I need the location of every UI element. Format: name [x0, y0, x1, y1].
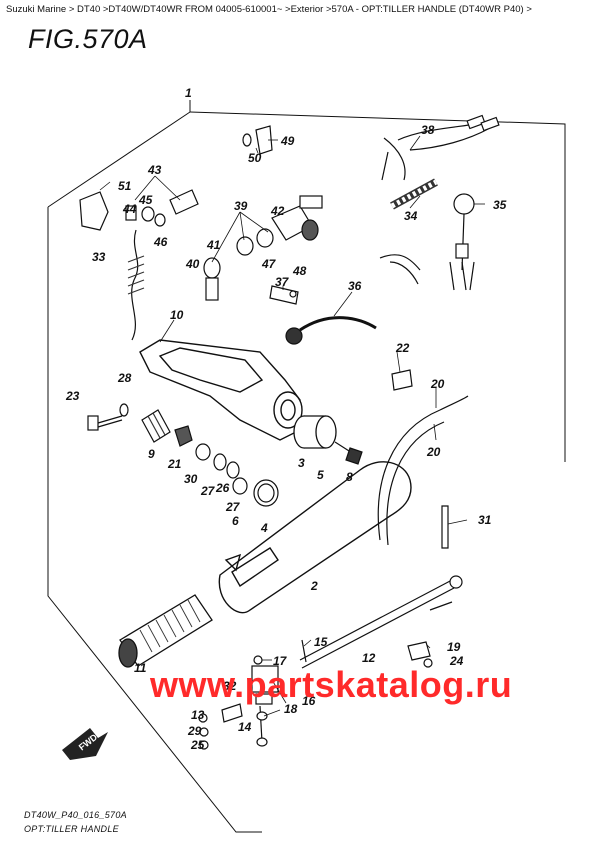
callout-20-upper: 20: [430, 377, 445, 391]
callout-48: 48: [292, 264, 307, 278]
callout-21: 21: [167, 457, 182, 471]
callout-45: 45: [138, 193, 153, 207]
callout-31: 31: [478, 513, 492, 527]
callout-26: 26: [215, 481, 230, 495]
tiller-arm-part: [218, 461, 412, 614]
callout-35: 35: [493, 198, 507, 212]
callout-30: 30: [184, 472, 198, 486]
watermark: www.partskatalog.ru: [150, 664, 513, 705]
callout-17: 17: [273, 654, 288, 668]
bolt-part: [334, 441, 363, 465]
callout-2: 2: [310, 579, 318, 593]
bushing-part: [293, 415, 337, 449]
callout-40: 40: [185, 257, 200, 271]
callout-34: 34: [404, 209, 418, 223]
callout-41: 41: [206, 238, 221, 252]
main-switch-parts: [203, 195, 323, 301]
callout-3: 3: [298, 456, 305, 470]
fwd-arrow-icon: FWD: [62, 728, 108, 760]
callout-18: 18: [284, 702, 298, 716]
callout-19: 19: [447, 640, 461, 654]
callout-27-upper: 27: [200, 484, 216, 498]
callout-38: 38: [421, 123, 435, 137]
callout-50: 50: [248, 151, 262, 165]
callout-9: 9: [148, 447, 155, 461]
callout-49: 49: [280, 134, 295, 148]
callout-12: 12: [362, 651, 376, 665]
callout-11: 11: [134, 661, 147, 675]
callout-44: 44: [122, 202, 137, 216]
callout-14: 14: [238, 720, 252, 734]
leader-lines: [99, 100, 485, 717]
callout-43: 43: [147, 163, 162, 177]
lower-link-parts: [198, 639, 307, 750]
throttle-cable-parts: [299, 395, 469, 669]
callout-15: 15: [314, 635, 328, 649]
callout-25: 25: [190, 738, 205, 752]
assembly-outline: [47, 100, 566, 833]
callout-27-lower: 27: [225, 500, 241, 514]
callout-1: 1: [185, 86, 192, 100]
footer-caption: OPT:TILLER HANDLE: [24, 824, 119, 834]
friction-adjuster-parts: [141, 409, 279, 507]
callout-13: 13: [191, 708, 205, 722]
callout-6: 6: [232, 514, 239, 528]
callout-28: 28: [117, 371, 132, 385]
callout-labels: 1 2 3 4 5 6 8 9 10 11 12 13 14 15 16 17 …: [65, 86, 507, 752]
callout-23: 23: [65, 389, 80, 403]
callout-29: 29: [187, 724, 202, 738]
callout-22: 22: [395, 341, 410, 355]
clip-22-part: [391, 369, 413, 391]
handle-frame-part: [139, 339, 303, 441]
callout-47: 47: [261, 257, 277, 271]
callout-46: 46: [153, 235, 168, 249]
clip-31-part: [441, 505, 449, 549]
clip-parts: [242, 125, 299, 305]
callout-36: 36: [348, 279, 362, 293]
callout-39: 39: [234, 199, 248, 213]
callout-33: 33: [92, 250, 106, 264]
footer-code: DT40W_P40_016_570A: [24, 810, 127, 820]
callout-37: 37: [275, 275, 290, 289]
wiring-harness-parts: [285, 114, 500, 345]
callout-51: 51: [118, 179, 132, 193]
callout-4: 4: [260, 521, 268, 535]
callout-42: 42: [270, 204, 285, 218]
callout-10: 10: [170, 308, 184, 322]
callout-16: 16: [302, 694, 316, 708]
callout-5: 5: [317, 468, 324, 482]
screw-23-part: [87, 403, 129, 431]
breadcrumb[interactable]: Suzuki Marine > DT40 >DT40W/DT40WR FROM …: [6, 4, 532, 15]
figure-title: FIG.570A: [28, 24, 148, 54]
bracket-19-24-parts: [407, 641, 433, 668]
throttle-grip-part: [118, 594, 213, 668]
callout-8: 8: [346, 470, 353, 484]
callout-20-lower: 20: [426, 445, 441, 459]
callout-32: 32: [223, 679, 237, 693]
callout-24: 24: [449, 654, 464, 668]
stop-switch-parts: [79, 189, 199, 341]
